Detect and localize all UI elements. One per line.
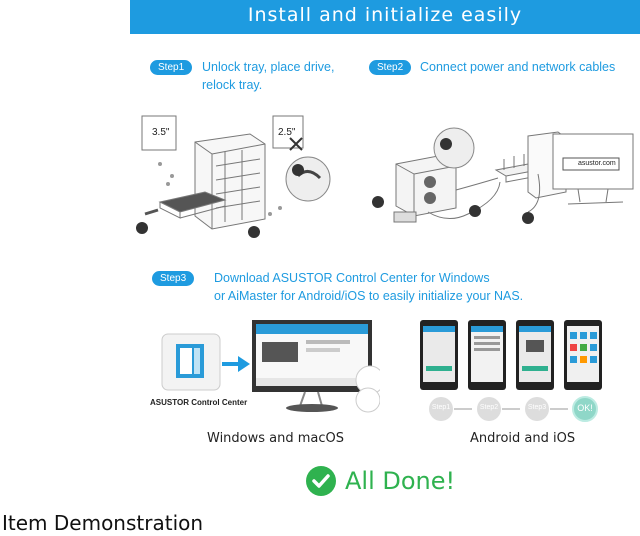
step2-text: Connect power and network cables (420, 60, 616, 74)
all-done-text: All Done! (345, 467, 456, 495)
progress-flow: Step1 Step2 Step3 OK! (428, 396, 608, 422)
flow-step3: Step3 (527, 404, 547, 411)
drive-35-label: 3.5" (152, 127, 170, 138)
platform-desktop-label: Windows and macOS (207, 431, 345, 446)
flow-step1: Step1 (431, 404, 451, 411)
step1-text-line1: Unlock tray, place drive, (202, 60, 335, 74)
platform-mobile-label: Android and iOS (470, 431, 576, 446)
drive-25-label: 2.5" (278, 127, 296, 138)
all-done: All Done! (305, 464, 455, 498)
step1-text-line2: relock tray. (202, 78, 263, 92)
mobile-app-illustration (420, 320, 602, 390)
step3-text-line1: Download ASUSTOR Control Center for Wind… (214, 271, 490, 285)
cable-connection-illustration (372, 127, 634, 224)
app-label: ASUSTOR Control Center (150, 398, 248, 407)
flow-step2: Step2 (479, 404, 499, 411)
drive-install-illustration (136, 115, 331, 238)
checkmark-icon (306, 466, 336, 496)
item-caption: Item Demonstration (2, 511, 204, 535)
desktop-app-illustration (161, 320, 380, 413)
step3-badge: Step3 (152, 271, 195, 286)
step1-badge: Step1 (150, 60, 193, 75)
flow-ok: OK! (577, 403, 593, 413)
banner-title: Install and initialize easily (247, 4, 523, 26)
step3-text-line2: or AiMaster for Android/iOS to easily in… (214, 289, 524, 303)
header-banner: Install and initialize easily (130, 0, 640, 34)
monitor-url: asustor.com (578, 160, 616, 167)
step2-badge: Step2 (369, 60, 412, 75)
